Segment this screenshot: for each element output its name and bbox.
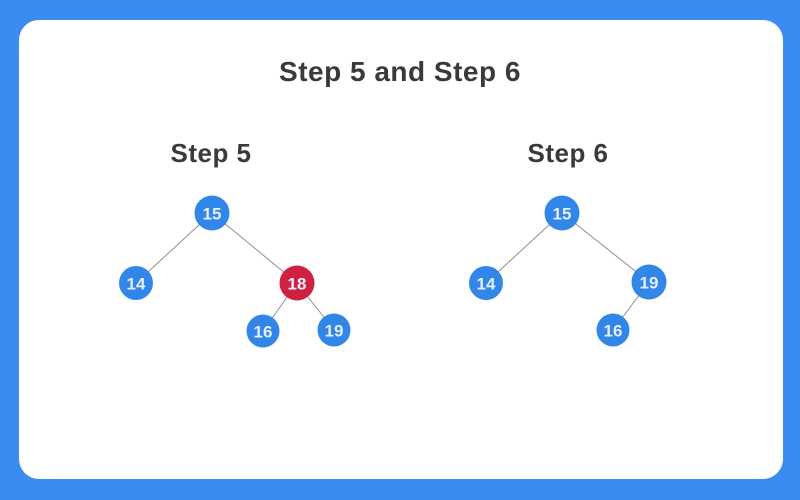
- tree-edge-s6-15-s6-19: [561, 212, 650, 283]
- content-card: [19, 20, 783, 479]
- step-5-tree-node-18: 18: [279, 265, 315, 301]
- step-6-heading: Step 6: [527, 138, 609, 168]
- node-value-15: 15: [203, 205, 222, 224]
- step-5-tree-node-16: 16: [246, 314, 280, 348]
- node-value-16: 16: [254, 323, 273, 342]
- step-6-tree-node-14: 14: [469, 266, 503, 300]
- node-value-14: 14: [127, 275, 146, 294]
- step-6-tree-node-15: 15: [544, 195, 580, 231]
- step-5-tree-node-19: 19: [317, 313, 351, 347]
- node-value-15: 15: [553, 205, 572, 224]
- node-circle-15: [544, 195, 580, 231]
- node-value-19: 19: [640, 274, 659, 293]
- node-circle-14: [469, 266, 503, 300]
- step-5-tree-node-14: 14: [119, 266, 153, 300]
- node-circle-19: [317, 313, 351, 347]
- node-circle-16: [246, 314, 280, 348]
- node-value-18: 18: [288, 275, 307, 294]
- node-value-16: 16: [604, 322, 623, 341]
- step-6-tree-node-16: 16: [596, 313, 630, 347]
- step-6-tree-node-19: 19: [631, 264, 667, 300]
- node-value-14: 14: [477, 275, 496, 294]
- node-circle-14: [119, 266, 153, 300]
- step-5-tree-node-15: 15: [194, 195, 230, 231]
- step-5-heading: Step 5: [170, 138, 252, 168]
- page-title: Step 5 and Step 6: [279, 56, 521, 87]
- node-value-19: 19: [325, 322, 344, 341]
- node-circle-19: [631, 264, 667, 300]
- tree-edge-s5-15-s5-18: [211, 212, 298, 284]
- node-circle-15: [194, 195, 230, 231]
- node-circle-18: [279, 265, 315, 301]
- node-circle-16: [596, 313, 630, 347]
